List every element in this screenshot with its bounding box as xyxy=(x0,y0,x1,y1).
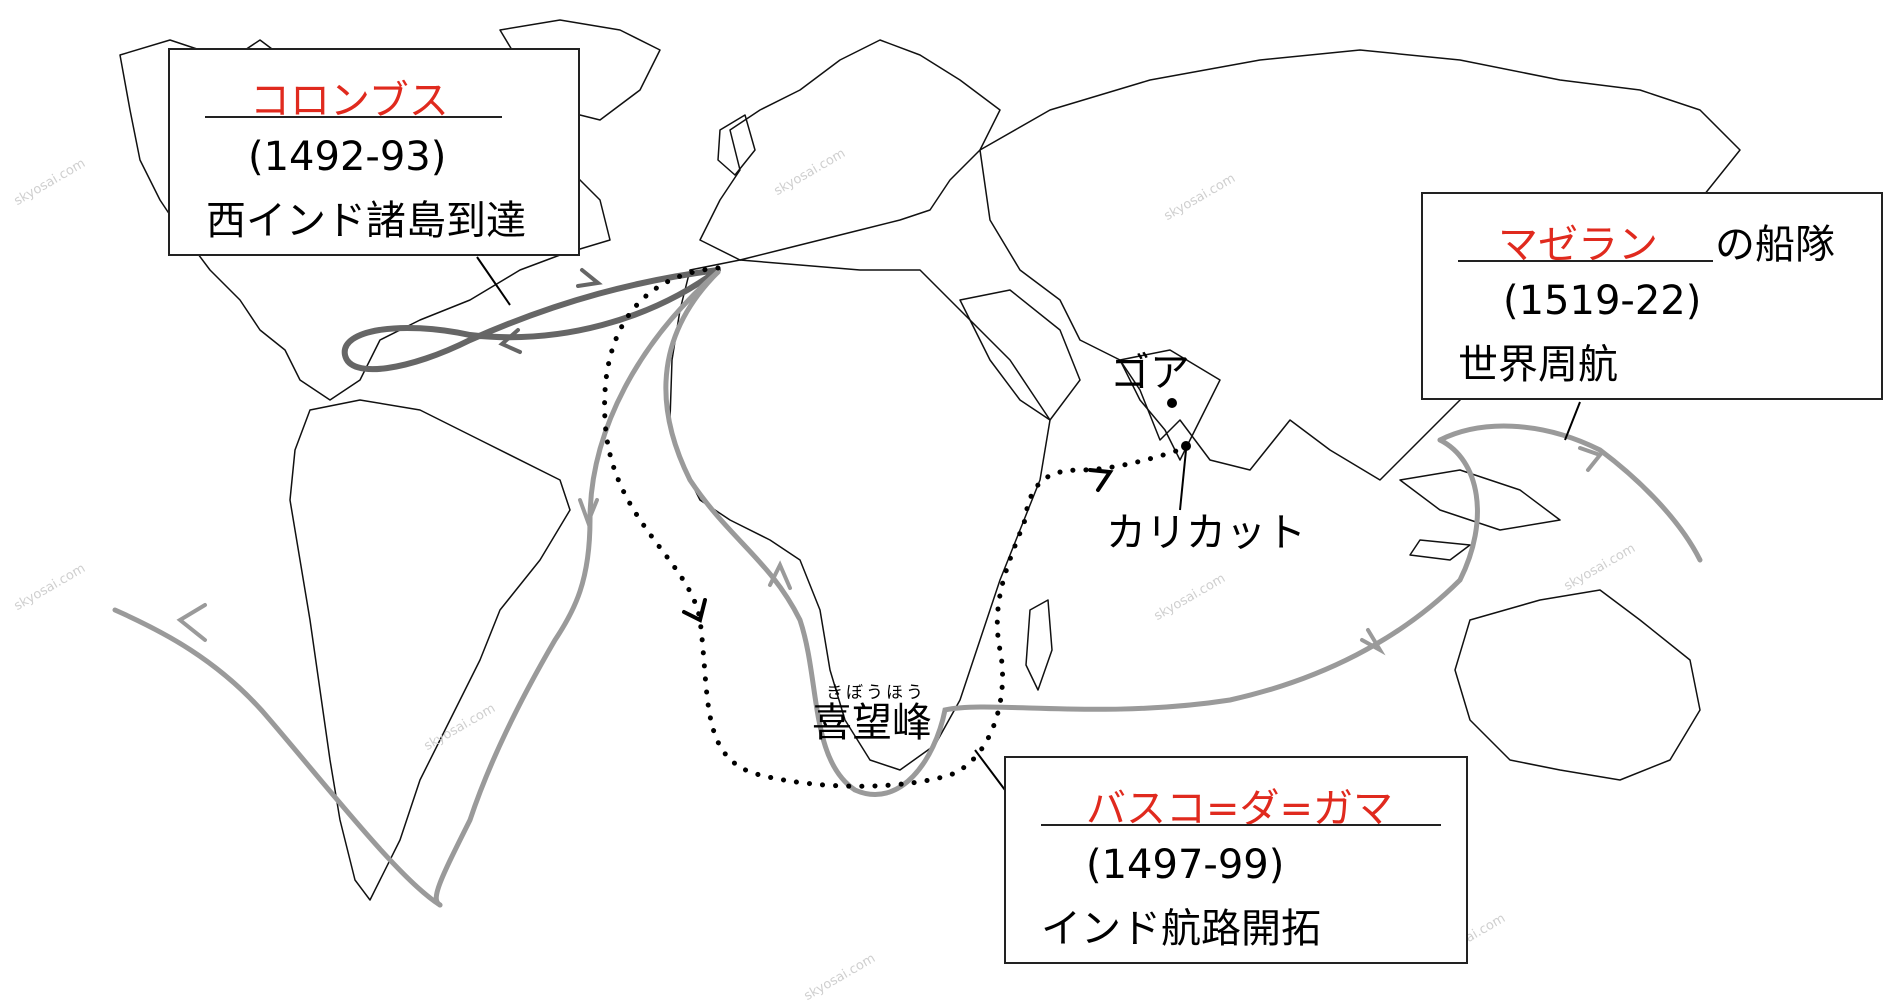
columbus-desc: 西インド諸島到達 xyxy=(206,198,526,244)
calicut-leader xyxy=(1179,449,1187,511)
calicut-label: カリカット xyxy=(1106,510,1306,556)
magellan-leader xyxy=(1564,401,1581,441)
magellan-route xyxy=(112,269,1703,908)
southeast-asia-islands xyxy=(1399,469,1561,531)
south-america-coast xyxy=(289,399,571,901)
magellan-callout: マゼラン の船隊 (1519-22) 世界周航 xyxy=(1421,192,1883,400)
gama-leader xyxy=(974,749,1006,791)
gama-arrows xyxy=(682,468,1114,623)
magellan-years: (1519-22) xyxy=(1503,278,1702,324)
madagascar-coast xyxy=(1025,599,1053,691)
cape-ruby: きぼうほう xyxy=(826,683,926,703)
columbus-leader xyxy=(476,256,511,306)
calicut-marker xyxy=(1181,441,1191,451)
gama-years: (1497-99) xyxy=(1086,842,1285,888)
magellan-underline xyxy=(1458,260,1713,262)
europe-coast xyxy=(699,39,1001,261)
columbus-arrows xyxy=(498,268,603,354)
columbus-underline xyxy=(205,116,502,118)
magellan-arrows xyxy=(176,446,1604,656)
gama-underline xyxy=(1041,824,1441,826)
australia-coast xyxy=(1454,589,1701,781)
columbus-callout: コロンブス (1492-93) 西インド諸島到達 xyxy=(168,48,580,256)
cape-label: 喜望峰 xyxy=(812,700,932,746)
columbus-years: (1492-93) xyxy=(248,134,447,180)
magellan-suffix: の船隊 xyxy=(1715,222,1835,268)
goa-marker xyxy=(1167,398,1177,408)
columbus-route xyxy=(341,267,721,373)
goa-label: ゴア xyxy=(1110,350,1190,396)
india-coast xyxy=(1119,349,1221,461)
british-isles-coast xyxy=(717,114,756,176)
magellan-desc: 世界周航 xyxy=(1458,342,1618,388)
gama-callout: バスコ=ダ=ガマ (1497-99) インド航路開拓 xyxy=(1004,756,1468,964)
arabia-coast xyxy=(959,289,1081,421)
gama-desc: インド航路開拓 xyxy=(1041,906,1321,952)
